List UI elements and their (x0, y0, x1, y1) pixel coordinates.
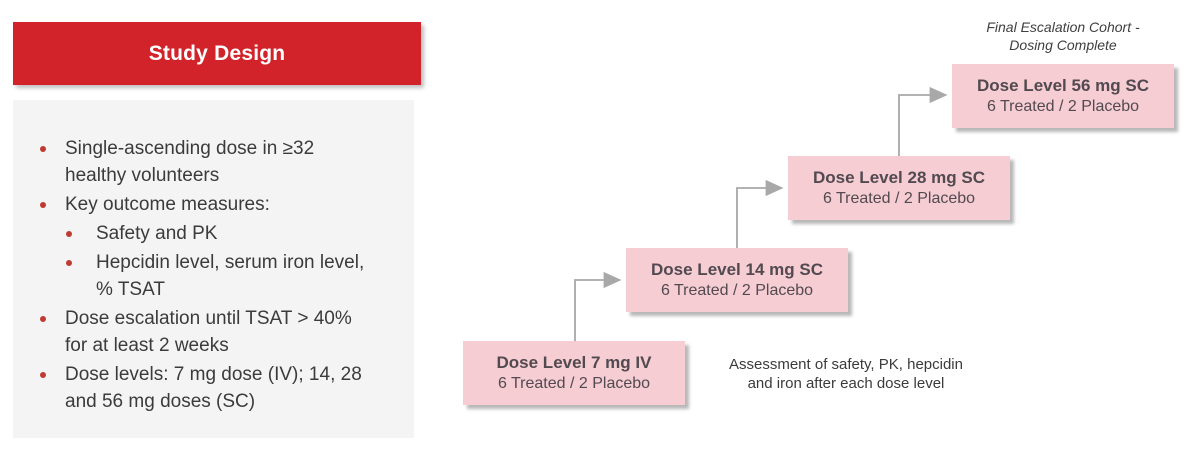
bullet-text: Single-ascending dose in ≥32 healthy vol… (65, 138, 315, 186)
dose-box-14mg-sc: Dose Level 14 mg SC 6 Treated / 2 Placeb… (626, 248, 848, 312)
dose-box-title: Dose Level 28 mg SC (813, 168, 985, 187)
bullet-text: Safety and PK (96, 223, 218, 244)
dose-box-subtitle: 6 Treated / 2 Placebo (497, 375, 651, 392)
sub-bullet-item: Hepcidin level, serum iron level, % TSAT (13, 249, 414, 303)
bullet-item: Single-ascending dose in ≥32 healthy vol… (13, 135, 414, 189)
dose-box-subtitle: 6 Treated / 2 Placebo (660, 282, 814, 299)
bullet-icon (66, 231, 72, 237)
bullet-text: Dose escalation until TSAT > 40% for at … (65, 308, 352, 356)
bullet-item: Key outcome measures: (13, 191, 414, 218)
dose-box-7mg-iv: Dose Level 7 mg IV 6 Treated / 2 Placebo (463, 341, 685, 405)
assessment-note: Assessment of safety, PK, hepcidin and i… (728, 356, 963, 392)
dose-box-28mg-sc: Dose Level 28 mg SC 6 Treated / 2 Placeb… (788, 156, 1010, 220)
bullet-icon (40, 202, 46, 208)
bullet-item: Dose escalation until TSAT > 40% for at … (13, 305, 414, 359)
dose-box-title: Dose Level 56 mg SC (977, 76, 1149, 95)
page-title: Study Design (148, 41, 286, 65)
arrow-28-to-56 (898, 86, 948, 156)
arrow-7-to-14 (574, 271, 622, 341)
bullet-icon (66, 260, 72, 266)
dose-box-56mg-sc: Dose Level 56 mg SC 6 Treated / 2 Placeb… (952, 64, 1174, 128)
bullet-text: Hepcidin level, serum iron level, % TSAT (96, 252, 365, 300)
study-design-panel: Single-ascending dose in ≥32 healthy vol… (13, 100, 414, 438)
bullet-text: Dose levels: 7 mg dose (IV); 14, 28 and … (65, 364, 362, 412)
final-escalation-note: Final Escalation Cohort - Dosing Complet… (986, 19, 1140, 53)
arrow-14-to-28 (736, 179, 784, 248)
bullet-item: Dose levels: 7 mg dose (IV); 14, 28 and … (13, 361, 414, 415)
dose-box-title: Dose Level 7 mg IV (496, 353, 652, 372)
dose-box-subtitle: 6 Treated / 2 Placebo (986, 98, 1140, 115)
study-design-header: Study Design (13, 22, 421, 85)
bullet-icon (40, 372, 46, 378)
dose-box-subtitle: 6 Treated / 2 Placebo (822, 190, 976, 207)
sub-bullet-item: Safety and PK (13, 220, 414, 247)
bullet-text: Key outcome measures: (65, 194, 270, 215)
dose-box-title: Dose Level 14 mg SC (651, 260, 823, 279)
bullet-icon (40, 316, 46, 322)
bullet-icon (40, 146, 46, 152)
